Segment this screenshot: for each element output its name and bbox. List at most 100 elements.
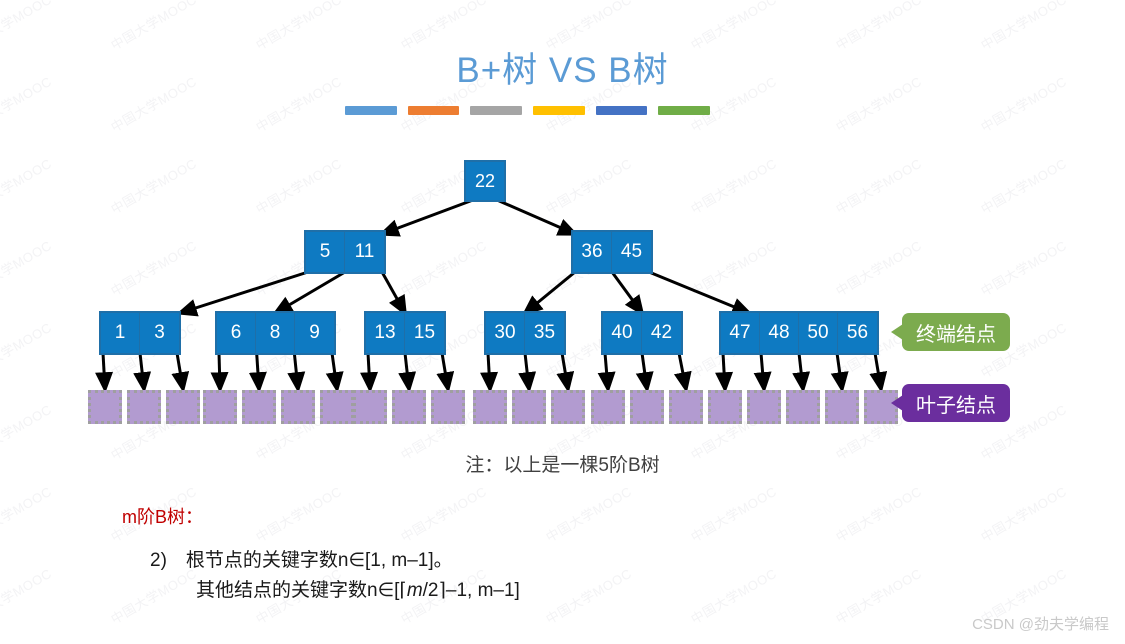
leaf-record-box <box>551 390 585 424</box>
tree-node-terminal-0-key-0: 1 <box>101 313 140 353</box>
leaf-pointer <box>673 352 692 394</box>
leaf-pointer <box>830 352 849 394</box>
tree-node-terminal-5-key-3: 56 <box>838 313 877 353</box>
rule-line-root: 2) 根节点的关键字数n∈[1, m–1]。 <box>150 550 453 571</box>
tree-node-terminal-5-key-1: 48 <box>760 313 799 353</box>
tree-node-internal-1-key-1: 45 <box>612 232 651 272</box>
accent-bar-orange <box>407 106 460 115</box>
callout-tail-terminal <box>891 324 903 340</box>
tree-edge-internal-0-1 <box>271 270 346 316</box>
leaf-pointer <box>325 352 344 394</box>
leaf-record-box <box>392 390 426 424</box>
leaf-pointer <box>360 352 379 394</box>
tree-node-terminal-3-key-0: 30 <box>486 313 525 353</box>
leaf-record-box <box>747 390 781 424</box>
leaf-record-box <box>825 390 859 424</box>
leaf-pointer <box>753 352 772 394</box>
leaf-pointer <box>398 352 417 394</box>
rule-line-other-suffix: /2⌉–1, m–1] <box>422 580 520 601</box>
tree-edge-internal-1-0 <box>521 270 576 316</box>
leaf-pointer <box>792 352 811 394</box>
tree-node-terminal-2-key-0: 13 <box>366 313 405 353</box>
leaf-record-box <box>320 390 354 424</box>
leaf-pointer <box>248 352 267 394</box>
leaf-pointer <box>436 352 455 394</box>
rules-heading: m阶B树： <box>122 507 203 527</box>
leaf-record-box <box>786 390 820 424</box>
leaf-pointer <box>715 352 734 394</box>
tree-node-terminal-4-key-0: 40 <box>603 313 642 353</box>
leaf-record-box <box>512 390 546 424</box>
leaf-pointer <box>869 352 888 394</box>
tree-node-terminal-5-key-0: 47 <box>721 313 760 353</box>
accent-bar-group <box>345 106 711 115</box>
rule-line-other-variable: m <box>406 580 423 601</box>
tree-node-root-key-0: 22 <box>466 162 504 200</box>
tree-edge-internal-0-0 <box>176 270 309 317</box>
tree-node-terminal-3-key-1: 35 <box>525 313 564 353</box>
tree-node-terminal-4-key-1: 42 <box>642 313 681 353</box>
tree-edge-internal-0-2 <box>380 271 408 317</box>
leaf-pointer <box>133 352 152 394</box>
leaf-record-box <box>166 390 200 424</box>
rule-line-other: 其他结点的关键字数n∈[⌈m/2⌉–1, m–1] <box>196 575 520 602</box>
leaf-record-box <box>630 390 664 424</box>
tree-edge-root-1 <box>496 198 579 236</box>
leaf-record-box <box>353 390 387 424</box>
leaf-record-box <box>431 390 465 424</box>
leaf-record-box <box>242 390 276 424</box>
accent-bar-yellow <box>533 106 585 115</box>
leaf-pointer <box>597 352 616 394</box>
tree-node-root: 22 <box>464 160 506 202</box>
tree-edge-internal-1-2 <box>648 270 753 315</box>
leaf-record-box <box>88 390 122 424</box>
accent-bar-gray <box>470 106 523 115</box>
callout-leaf-node: 叶子结点 <box>891 384 1010 422</box>
tree-node-terminal-0-key-1: 3 <box>140 313 179 353</box>
leaf-record-box <box>127 390 161 424</box>
leaf-record-box <box>281 390 315 424</box>
diagram-note: 注：以上是一棵5阶B树 <box>465 455 660 476</box>
tree-node-terminal-2-key-1: 15 <box>405 313 444 353</box>
leaf-pointer <box>95 352 114 394</box>
tree-node-internal-1-key-0: 36 <box>573 232 612 272</box>
tree-node-terminal-1-key-1: 8 <box>256 313 295 353</box>
leaf-record-box <box>669 390 703 424</box>
leaf-pointer <box>480 352 499 394</box>
leaf-pointer <box>635 352 654 394</box>
accent-bar-navy <box>595 106 648 115</box>
leaf-record-box <box>591 390 625 424</box>
tree-edge-internal-1-1 <box>610 271 645 317</box>
leaf-pointer <box>518 352 537 394</box>
callout-tail-leaf <box>891 395 903 411</box>
tree-node-terminal-1-key-0: 6 <box>217 313 256 353</box>
accent-bar-blue <box>345 106 397 115</box>
callout-leaf-label: 叶子结点 <box>916 394 996 417</box>
leaf-pointer <box>556 352 575 394</box>
attribution-watermark: CSDN @劲夫学编程 <box>972 616 1109 633</box>
callout-terminal-label: 终端结点 <box>916 323 996 346</box>
leaf-record-box <box>708 390 742 424</box>
accent-bar-green <box>658 106 711 115</box>
tree-node-internal-0-key-0: 5 <box>306 232 345 272</box>
rule-line-other-prefix: 其他结点的关键字数n∈[⌈ <box>196 580 407 601</box>
callout-terminal-node: 终端结点 <box>891 313 1010 351</box>
tree-node-internal-0-key-1: 11 <box>345 232 384 272</box>
tree-edge-root-0 <box>378 198 474 237</box>
page-title: B+树 VS B树 <box>456 51 669 90</box>
tree-node-terminal-5-key-2: 50 <box>799 313 838 353</box>
tree-node-terminal-1-key-2: 9 <box>295 313 334 353</box>
leaf-pointer <box>287 352 306 394</box>
leaf-pointer <box>171 352 190 394</box>
